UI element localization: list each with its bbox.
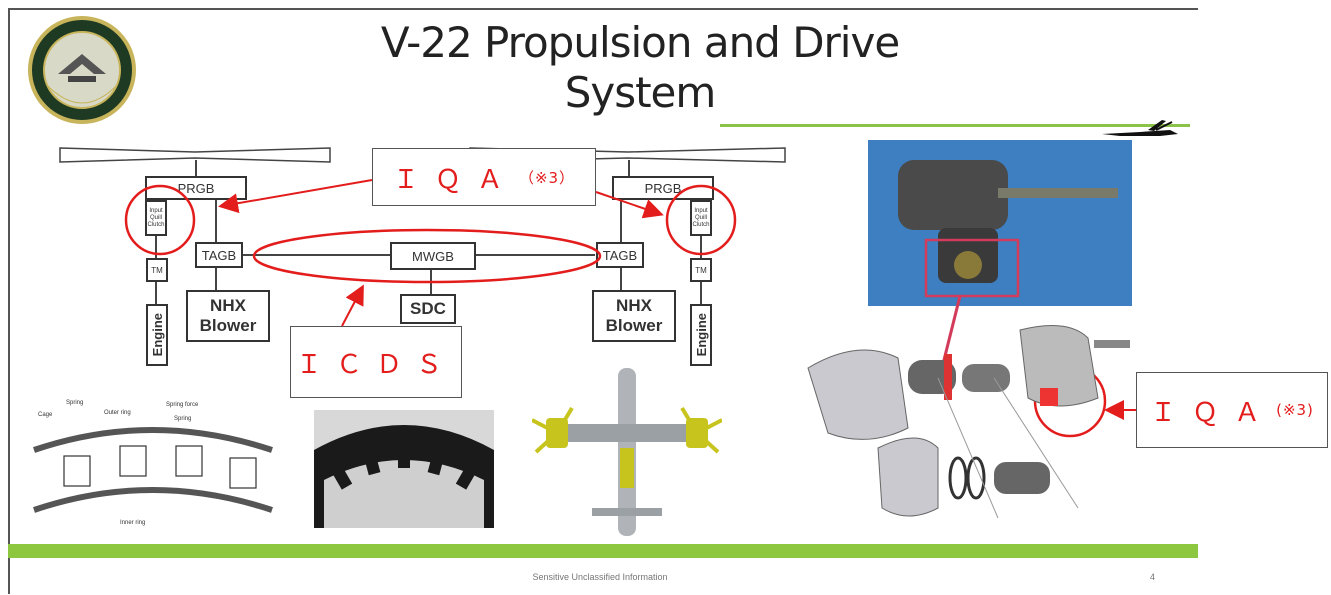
- clutch-exploded-view: [807, 325, 1130, 519]
- bearing-label-outer-ring: Outer ring: [104, 410, 131, 416]
- title-rule: [720, 124, 1190, 127]
- osprey-silhouette-icon: [1102, 120, 1178, 136]
- tm-right: TM: [690, 258, 712, 282]
- bearing-label-spring-force: Spring force: [166, 402, 199, 408]
- icds-callout: ＩＣＤＳ: [290, 326, 462, 398]
- sdc: SDC: [400, 294, 456, 324]
- bearing-label-spring-2: Spring: [174, 416, 192, 422]
- page-number: 4: [1150, 572, 1156, 582]
- footer-band: [8, 544, 1198, 558]
- title-line-2: System: [564, 68, 717, 117]
- bearing-label-cage: Cage: [38, 412, 53, 418]
- arrow-to-right-iqa: [595, 191, 664, 219]
- tm-left: TM: [146, 258, 168, 282]
- bearing-schematic: Cage Spring Outer ring Spring force Spri…: [24, 400, 280, 532]
- input-quill-clutch-left: Input Quill Clutch: [145, 200, 167, 236]
- iqa-callout-top: ＩＱＡ（※3）: [372, 148, 596, 206]
- arrow-to-left-iqa: [218, 179, 373, 214]
- program-office-logo: [28, 16, 136, 124]
- mwgb: MWGB: [390, 242, 476, 270]
- title-line-1: V-22 Propulsion and Drive: [380, 18, 900, 67]
- slide-title: V-22 Propulsion and Drive System: [330, 18, 950, 118]
- arrow-to-icds: [341, 284, 364, 327]
- bearing-label-inner-ring: Inner ring: [120, 520, 146, 526]
- engine-right: Engine: [690, 304, 712, 366]
- iqa-callout-right: ＩＱＡ(※3): [1136, 372, 1328, 448]
- bearing-label-spring: Spring: [66, 400, 84, 406]
- tagb-right: TAGB: [596, 242, 644, 268]
- input-quill-clutch-right: Input Quill Clutch: [690, 200, 712, 236]
- gearbox-photo: [868, 140, 1132, 306]
- footer-text: Sensitive Unclassified Information: [532, 572, 668, 582]
- iqa-circle-left: [124, 184, 196, 256]
- icds-ellipse: [252, 228, 602, 284]
- engine-left: Engine: [146, 304, 168, 366]
- bearing-photo: [314, 410, 494, 528]
- iqa-circle-right: [665, 184, 737, 256]
- tagb-left: TAGB: [195, 242, 243, 268]
- v22-topview-image: [532, 368, 722, 536]
- prgb-right: PRGB: [612, 176, 714, 200]
